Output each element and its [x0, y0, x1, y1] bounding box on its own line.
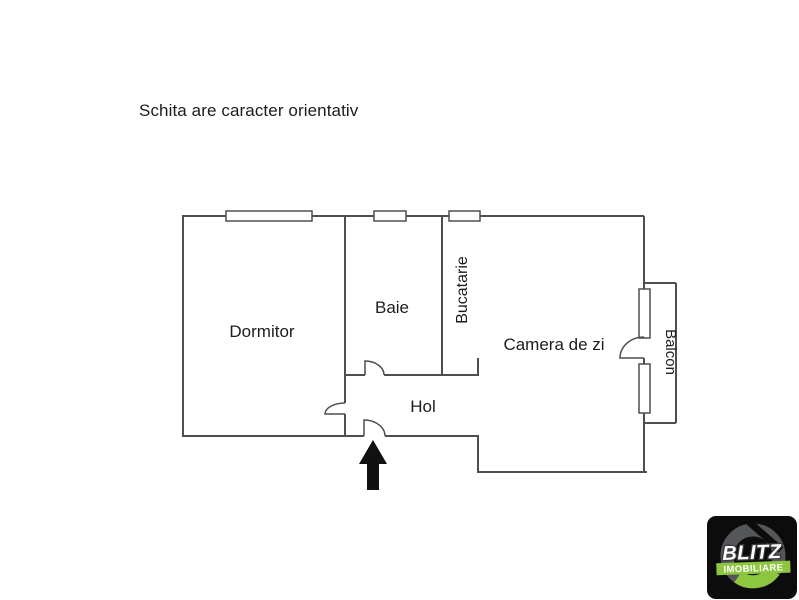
window-symbol-balcon-lower [638, 363, 651, 414]
windows-group [225, 210, 651, 414]
door-arc-dormitor [324, 402, 346, 415]
room-label-bucatarie: Bucatarie [454, 256, 471, 324]
door-arc-baie [364, 360, 385, 376]
logo-subtitle-banner [716, 560, 791, 576]
room-label-dormitor: Dormitor [229, 322, 295, 341]
room-label-baie: Baie [375, 298, 409, 317]
room-label-camera-de-zi: Camera de zi [503, 335, 604, 354]
logo-subtitle-text: IMOBILIARE [723, 562, 783, 575]
logo-brand-text: BLITZ [722, 541, 782, 565]
window-symbol-balcon-upper [638, 288, 651, 339]
door-arc-entrance [363, 419, 386, 437]
room-label-balcon: Balcon [662, 329, 679, 375]
walls-group [182, 215, 677, 473]
window-symbol-dormitor [225, 210, 313, 222]
logo-blitz-imobiliare: BLITZ IMOBILIARE [707, 516, 797, 599]
room-labels-group: Dormitor Baie Bucatarie Camera de zi Hol… [229, 256, 679, 416]
door-arc-balcon [619, 336, 645, 359]
window-symbol-baie [373, 210, 407, 222]
disclaimer-text: Schita are caracter orientativ [139, 101, 359, 120]
logo-slash-icon [746, 519, 784, 553]
entrance-arrow-icon [359, 440, 387, 490]
window-symbol-bucatarie [448, 210, 481, 222]
logo-ring-accent [734, 566, 780, 589]
doors-group [324, 336, 645, 437]
room-label-hol: Hol [410, 397, 436, 416]
